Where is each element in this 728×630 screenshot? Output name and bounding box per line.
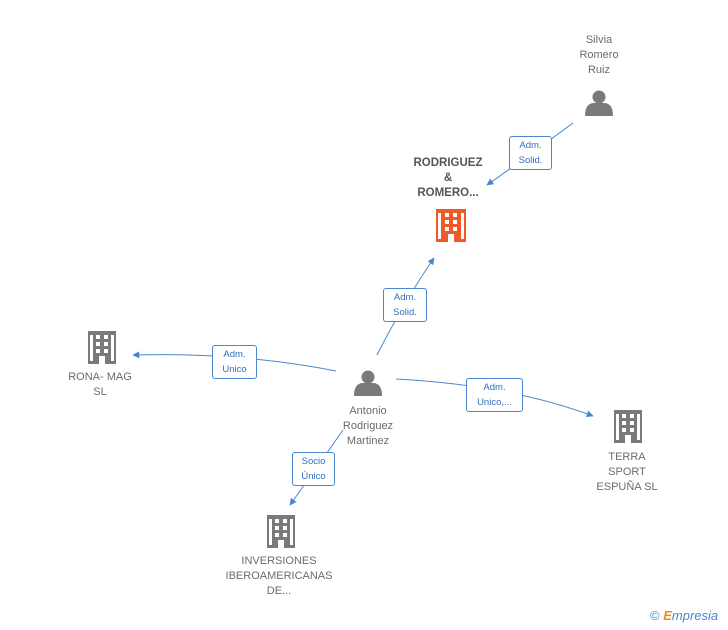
edge-label-antonio-inv: Socio Único [292, 452, 335, 486]
edge-label-antonio-rona: Adm. Unico [212, 345, 257, 379]
person-icon [585, 90, 613, 116]
brand-initial: E [663, 608, 672, 623]
node-label-antonio[interactable]: Antonio Rodriguez Martinez [342, 405, 394, 447]
person-icon [354, 370, 382, 396]
empresia-watermark: © Empresia [650, 608, 718, 623]
building-icon [614, 410, 642, 443]
edge-label-antonio-rr: Adm. Solid. [383, 288, 427, 322]
building-icon-main [436, 209, 466, 242]
brand-name: mpresia [671, 608, 719, 623]
node-label-rodriguez-romero[interactable]: RODRIGUEZ & ROMERO... [413, 157, 483, 199]
building-icon [88, 331, 116, 364]
node-label-rona-mag[interactable]: RONA- MAG SL [68, 371, 132, 398]
node-label-inversiones[interactable]: INVERSIONES IBEROAMERICANAS DE... [225, 555, 333, 597]
node-label-terra-sport[interactable]: TERRA SPORT ESPUÑA SL [596, 451, 658, 493]
edge-label-silvia-rr: Adm. Solid. [509, 136, 552, 170]
copyright-symbol: © [650, 608, 660, 623]
node-label-silvia[interactable]: Silvia Romero Ruiz [579, 34, 619, 76]
building-icon [267, 515, 295, 548]
edge-label-antonio-terra: Adm. Unico,... [466, 378, 523, 412]
